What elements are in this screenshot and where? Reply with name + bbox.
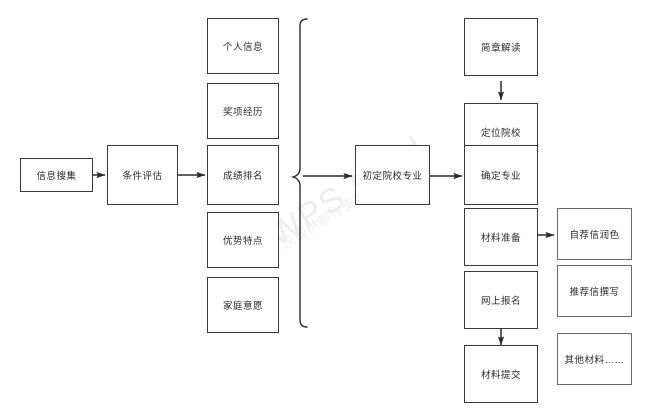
node-other-materials[interactable]: 其他材料…… xyxy=(557,333,632,385)
node-recommendation-letter[interactable]: 推荐信撰写 xyxy=(557,265,632,317)
node-condition-evaluation[interactable]: 条件评估 xyxy=(107,145,178,205)
node-preliminary-school-major[interactable]: 初定院校专业 xyxy=(355,145,430,205)
brace-criteria-group xyxy=(290,18,308,328)
node-confirm-major[interactable]: 确定专业 xyxy=(464,145,538,205)
node-strengths[interactable]: 优势特点 xyxy=(207,212,279,268)
node-material-submission[interactable]: 材料提交 xyxy=(464,345,538,403)
node-material-preparation[interactable]: 材料准备 xyxy=(464,208,538,266)
node-online-registration[interactable]: 网上报名 xyxy=(464,271,538,329)
node-grade-ranking[interactable]: 成绩排名 xyxy=(207,145,279,205)
node-prospectus-interpretation[interactable]: 简章解读 xyxy=(464,18,538,76)
node-personal-info[interactable]: 个人信息 xyxy=(207,18,279,74)
node-award-experience[interactable]: 奖项经历 xyxy=(207,83,279,139)
node-information-gathering[interactable]: 信息搜集 xyxy=(20,158,93,192)
node-family-willingness[interactable]: 家庭意愿 xyxy=(207,277,279,333)
node-self-recommendation-letter[interactable]: 自荐信润色 xyxy=(557,208,632,260)
